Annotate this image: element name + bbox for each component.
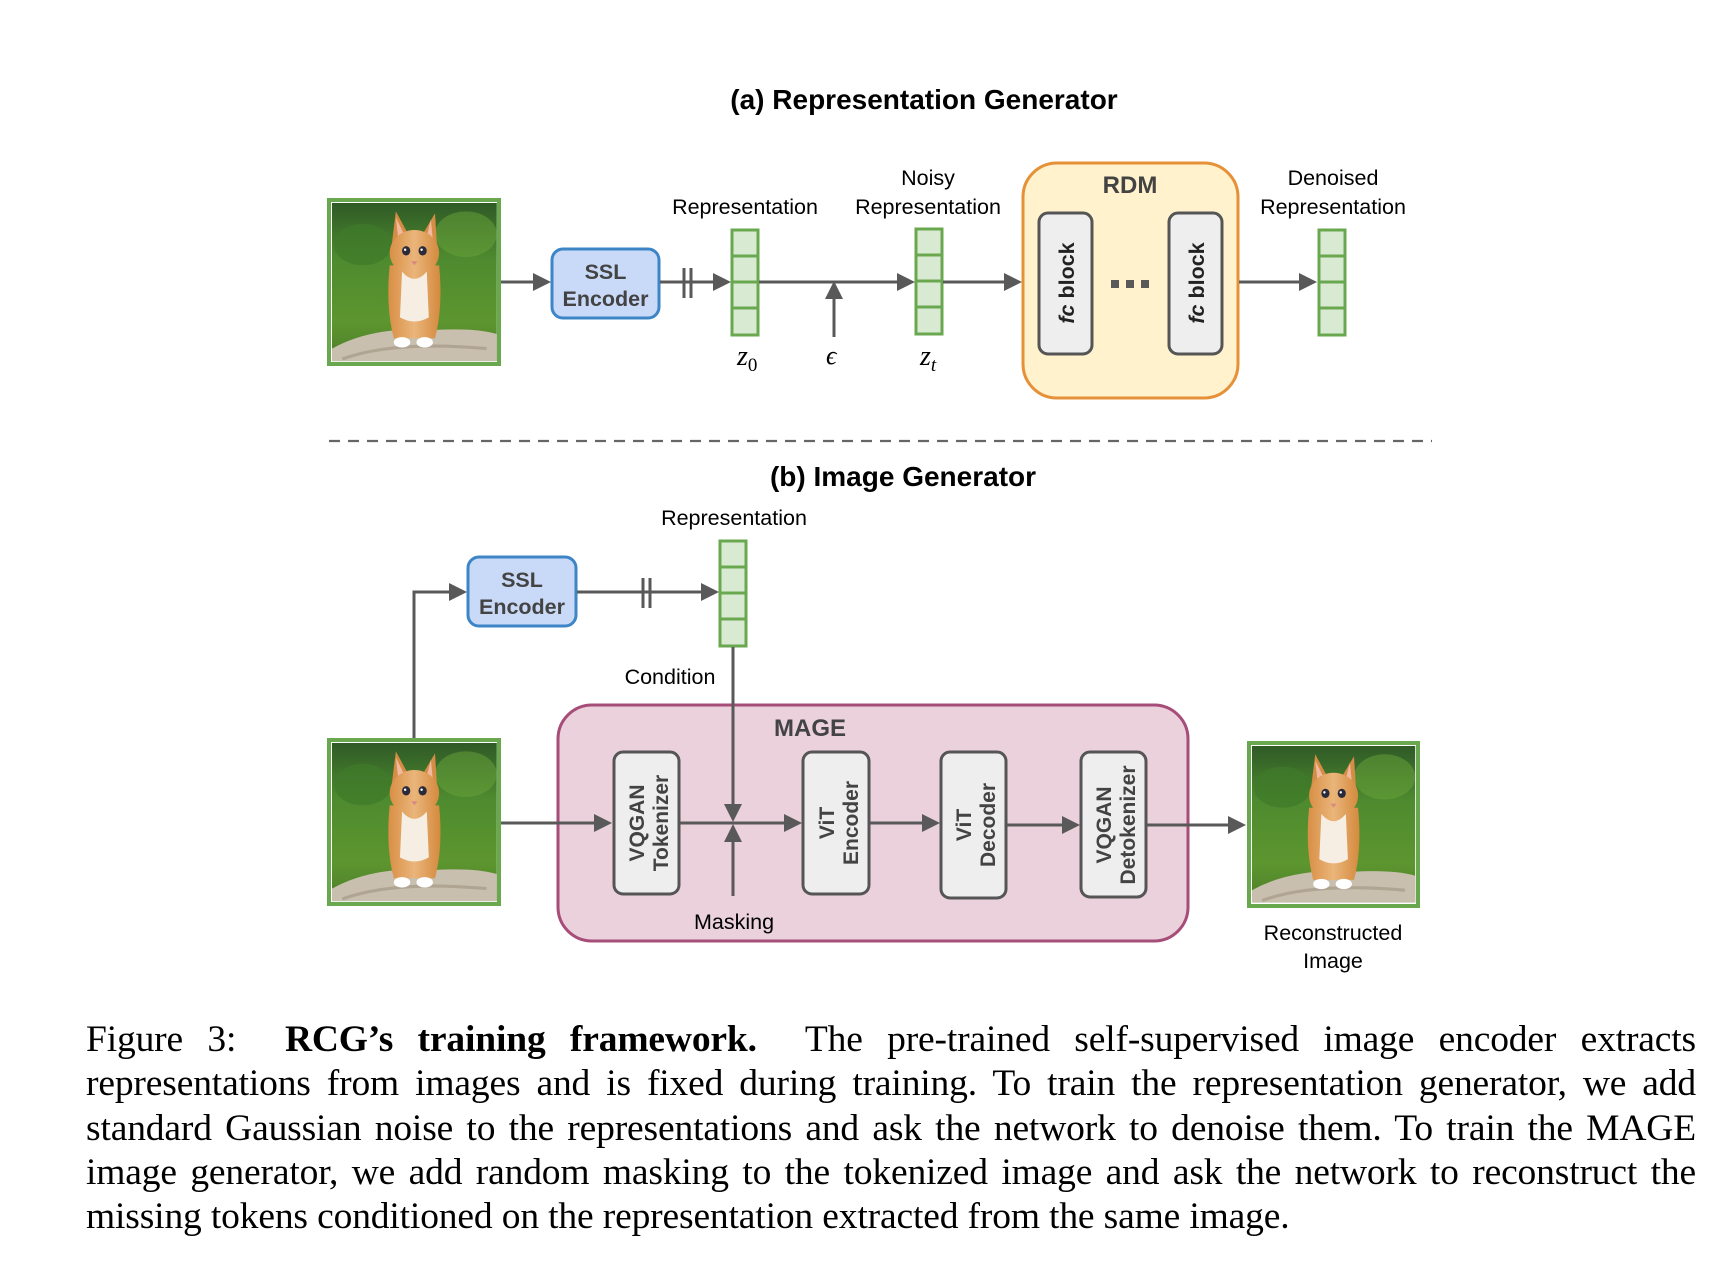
symbol-z0: z0 <box>736 341 757 376</box>
stop-gradient-arrow-a <box>660 268 731 298</box>
symbol-epsilon: ϵ <box>826 341 838 370</box>
label-representation-b: Representation <box>661 506 807 530</box>
reconstructed-image <box>1247 741 1420 908</box>
arrow-image-to-tokenizer <box>501 814 612 832</box>
label-reconstructed-line1: Reconstructed <box>1264 921 1403 945</box>
ellipsis-dots <box>1111 280 1149 288</box>
label-reconstructed-line2: Image <box>1303 949 1363 973</box>
symbol-zt: zt <box>919 341 937 376</box>
rdm-title: RDM <box>1103 172 1158 199</box>
label-noisy-line1: Noisy <box>901 166 955 190</box>
label-condition: Condition <box>625 665 716 689</box>
mage-title: MAGE <box>774 715 846 742</box>
vit-encoder-line1: ViT <box>816 807 839 839</box>
label-noisy-line2: Representation <box>855 195 1001 219</box>
figure-caption: Figure 3: RCG’s training framework. The … <box>86 1018 1696 1239</box>
arrow-vit-encoder-to-decoder <box>870 814 940 832</box>
arrow-decoder-to-detokenizer <box>1007 816 1080 834</box>
vector-representation-b <box>718 539 748 648</box>
label-representation-a: Representation <box>672 195 818 219</box>
arrow-image-to-ssl-b <box>412 583 467 738</box>
detokenizer-line2: Detokenizer <box>1117 765 1140 884</box>
arrow-rdm-to-denoised <box>1239 273 1317 291</box>
tokenizer-line1: VQGAN <box>626 784 649 861</box>
arrow-condition <box>724 647 742 822</box>
caption-label: Figure 3: <box>86 1019 237 1060</box>
block-vit-decoder: ViT Decoder <box>939 750 1008 900</box>
fc-block-1: fc block <box>1037 211 1094 356</box>
panel-a-title: (a) Representation Generator <box>730 84 1118 115</box>
svg-text:fc block: fc block <box>1055 242 1079 323</box>
caption-text: The pre-trained self-supervised image en… <box>86 1019 1696 1238</box>
vector-z0 <box>730 228 760 337</box>
ssl-encoder-a-line1: SSL <box>585 260 627 284</box>
arrow-noise-epsilon <box>825 281 843 337</box>
rdm-box: RDM fc block fc block <box>1021 161 1240 400</box>
ssl-encoder-b-line1: SSL <box>501 568 543 592</box>
arrow-tokenizer-to-vit-encoder <box>680 814 802 832</box>
vector-zt <box>914 227 944 336</box>
vit-decoder-line2: Decoder <box>977 783 1000 867</box>
vector-denoised <box>1317 228 1347 337</box>
ssl-encoder-a: SSL Encoder <box>550 247 661 320</box>
ssl-encoder-b: SSL Encoder <box>466 555 578 628</box>
stop-gradient-arrow-b <box>577 578 719 608</box>
svg-text:fc block: fc block <box>1185 242 1209 323</box>
block-vit-encoder: ViT Encoder <box>801 750 871 896</box>
block-vqgan-detokenizer: VQGAN Detokenizer <box>1079 750 1148 899</box>
fc-block-2: fc block <box>1167 211 1224 356</box>
label-denoised-line2: Representation <box>1260 195 1406 219</box>
arrow-zt-to-rdm <box>943 273 1022 291</box>
panel-b-title: (b) Image Generator <box>770 461 1036 492</box>
label-masking: Masking <box>694 910 774 934</box>
vit-encoder-line2: Encoder <box>840 781 863 865</box>
tokenizer-line2: Tokenizer <box>650 775 673 871</box>
ssl-encoder-b-line2: Encoder <box>479 595 566 619</box>
block-vqgan-tokenizer: VQGAN Tokenizer <box>612 750 681 896</box>
rcg-framework-diagram: (a) Representation Generator SSL Encoder… <box>327 84 1432 973</box>
arrow-masking <box>724 824 742 896</box>
input-image-b <box>327 738 501 906</box>
vit-decoder-line1: ViT <box>953 809 976 841</box>
arrow-image-to-ssl-a <box>501 273 551 291</box>
ssl-encoder-a-line2: Encoder <box>562 287 649 311</box>
detokenizer-line1: VQGAN <box>1093 786 1116 863</box>
arrow-detokenizer-to-output <box>1147 816 1246 834</box>
arrow-z0-to-zt <box>759 273 915 291</box>
caption-bold-title: RCG’s training framework. <box>284 1019 757 1060</box>
label-denoised-line1: Denoised <box>1288 166 1379 190</box>
input-image-a <box>327 198 501 366</box>
